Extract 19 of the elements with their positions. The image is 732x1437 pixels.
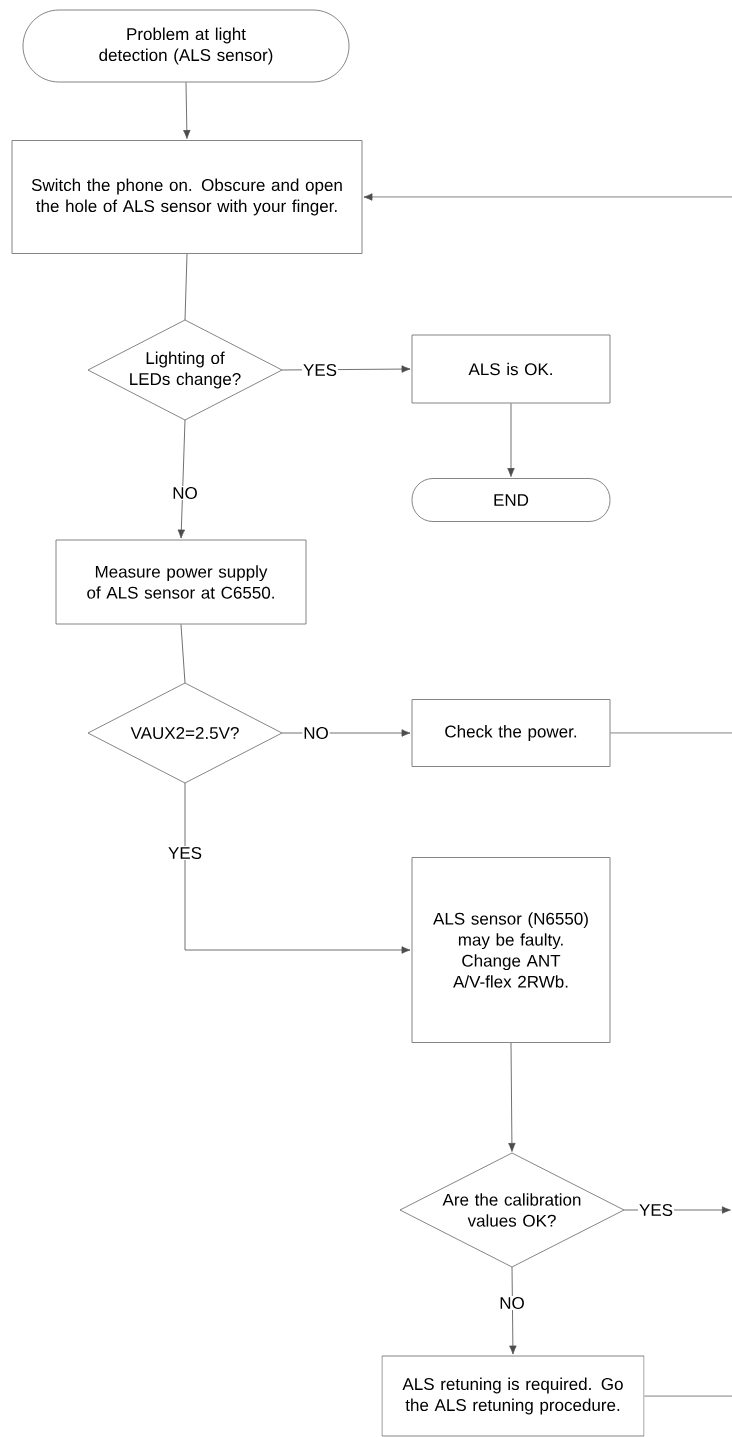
arrow bbox=[177, 419, 186, 539]
process-box: Switch the phone on. Obscure and open the hole of ALS sensor with your finger. bbox=[11, 140, 363, 254]
process-box: Measure power supply of ALS sensor at C6550. bbox=[55, 539, 307, 625]
edge-label: NO bbox=[171, 486, 199, 501]
arrow bbox=[183, 82, 191, 139]
edge-label: NO bbox=[302, 726, 330, 741]
arrow bbox=[507, 403, 515, 477]
arrow bbox=[508, 1042, 516, 1152]
process-box: ALS sensor (N6550) may be faulty. Change ANT A/V-flex 2RWb. bbox=[411, 857, 611, 1043]
arrow bbox=[509, 1266, 517, 1355]
edge-label: YES bbox=[302, 363, 338, 377]
process-box: ALS retuning is required. Go the ALS retuning procedure. bbox=[381, 1355, 645, 1437]
edge-label: YES bbox=[638, 1203, 674, 1218]
process-box: Check the power. bbox=[411, 699, 611, 767]
edge-label: YES bbox=[167, 846, 203, 861]
arrow bbox=[363, 193, 732, 201]
arrow bbox=[184, 782, 411, 954]
edge-label: NO bbox=[498, 1296, 526, 1311]
process-box: ALS is OK. bbox=[411, 334, 611, 404]
